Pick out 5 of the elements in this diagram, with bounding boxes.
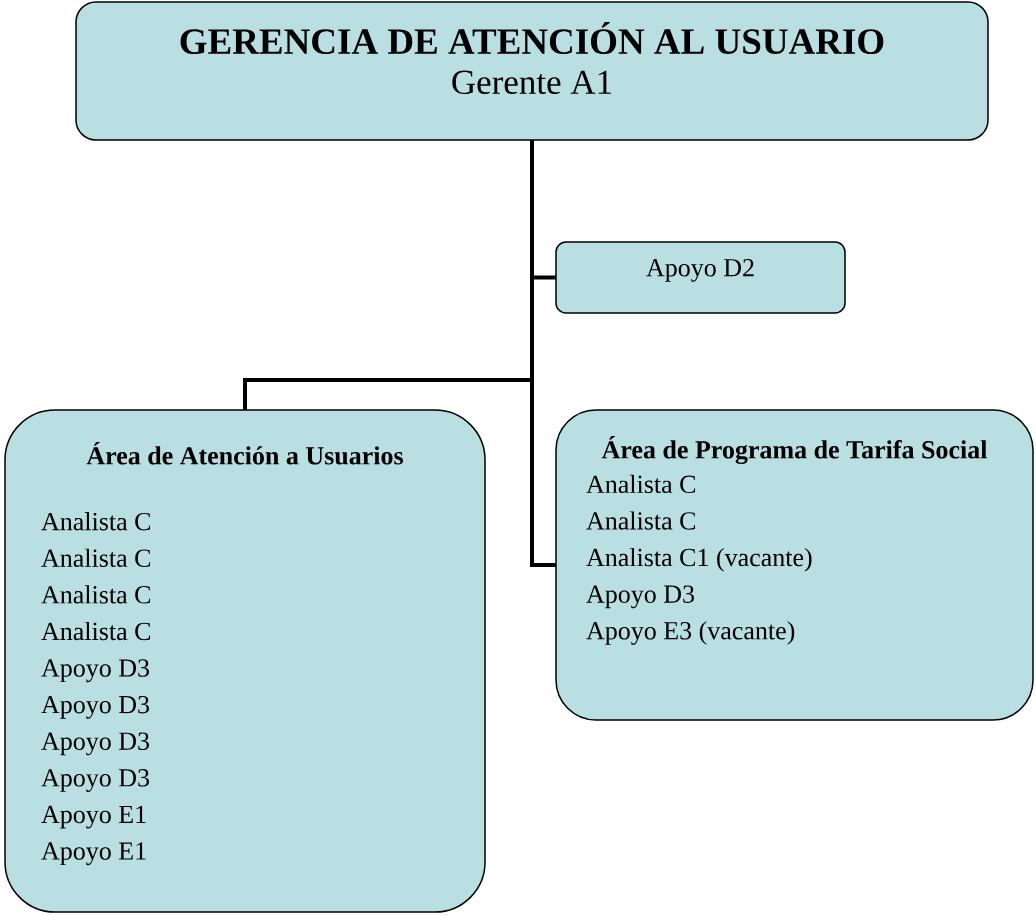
position-box: Apoyo D2: [555, 241, 846, 314]
area-box: Área de Programa de Tarifa Social Analista C Analista C Analista C1 (vacante) Apoyo D3 Apoyo E3 (vacante): [555, 409, 1034, 721]
connector-line: [530, 140, 556, 567]
area-box: Área de Atención a Usuarios Analista C Analista C Analista C Analista C Apoyo D3 Apoyo D3 Apoyo D3 Apoyo D3 Apoyo E1 Apoyo E1: [4, 409, 486, 913]
department-box: GERENCIA DE ATENCIÓN AL USUARIO Gerente A1: [75, 1, 989, 141]
